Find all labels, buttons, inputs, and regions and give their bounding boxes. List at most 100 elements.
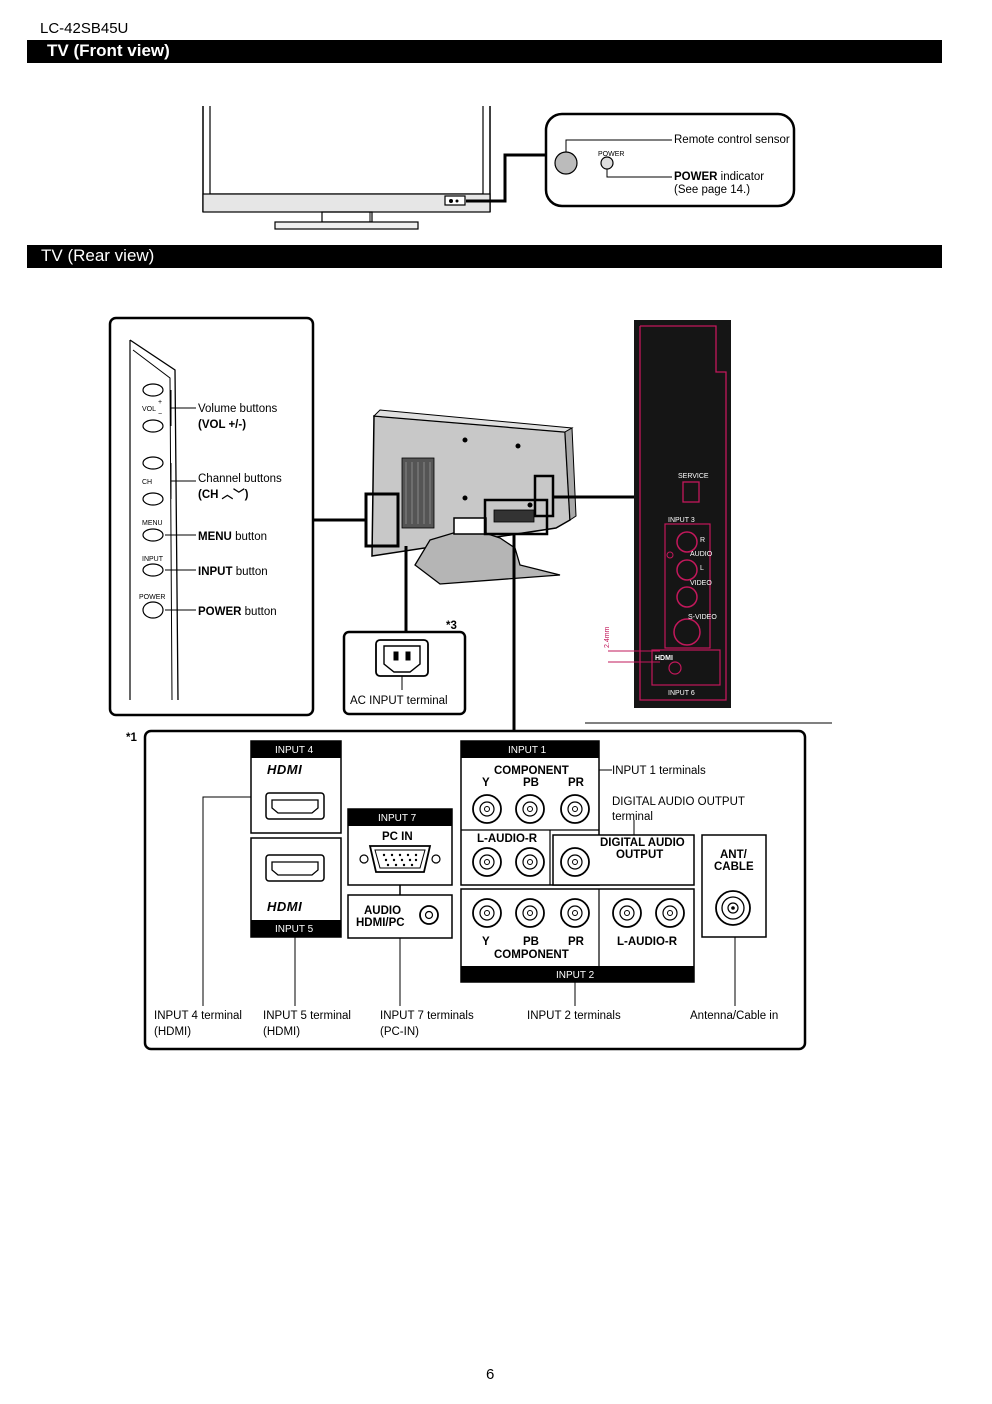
- input-tag: INPUT: [142, 556, 164, 563]
- power-button[interactable]: [142, 601, 164, 619]
- audio-hdmi-pc-label-2: HDMI/PC: [356, 917, 405, 929]
- menu-button-label: MENU button: [198, 531, 267, 543]
- input5-hdmi-logo: HDMI: [267, 899, 302, 914]
- input1-y-label: Y: [482, 777, 490, 789]
- input3-audio-l-jack[interactable]: [676, 559, 698, 581]
- input5-block: [250, 837, 342, 938]
- input6-label: INPUT 6: [668, 690, 695, 697]
- input4-hdmi-logo: HDMI: [267, 762, 302, 777]
- side-buttons: [142, 383, 164, 619]
- input7-callout-2: (PC-IN): [380, 1026, 419, 1038]
- input2-audio-r-jack[interactable]: [655, 898, 685, 928]
- input2-audio-label: L-AUDIO-R: [617, 936, 678, 948]
- hdmi-right-label: HDMI: [655, 655, 673, 662]
- power-indicator-page-ref: (See page 14.): [674, 184, 750, 196]
- input5-callout-1: INPUT 5 terminal: [263, 1010, 351, 1022]
- right-side-panel: [608, 320, 731, 708]
- volume-down-button[interactable]: [142, 419, 164, 433]
- input5-hdmi-port[interactable]: [265, 854, 325, 882]
- input2-block: [460, 888, 695, 983]
- input1-y-jack[interactable]: [472, 794, 502, 824]
- digital-audio-callout-2: terminal: [612, 811, 653, 823]
- input2-audio-l-jack[interactable]: [612, 898, 642, 928]
- video-label: VIDEO: [690, 580, 712, 587]
- ch-tag: CH: [142, 479, 152, 486]
- channel-up-button[interactable]: [142, 456, 164, 470]
- vol-plus-tag: +: [158, 399, 162, 406]
- remote-control-sensor-label: Remote control sensor: [674, 134, 790, 146]
- input1-audio-label: L-AUDIO-R: [477, 833, 538, 845]
- input4-block: [250, 740, 342, 834]
- channel-down-button[interactable]: [142, 492, 164, 506]
- ac-inlet-callout-box: [453, 517, 487, 535]
- ac-inlet-socket[interactable]: [383, 645, 421, 673]
- vol-tag: VOL: [142, 406, 156, 413]
- digital-audio-output-jack[interactable]: [560, 847, 590, 877]
- input2-y-label: Y: [482, 936, 490, 948]
- input2-pb-jack[interactable]: [515, 898, 545, 928]
- input2-pr-jack[interactable]: [560, 898, 590, 928]
- model-number: LC-42SB45U: [40, 20, 129, 37]
- input3-svideo-jack[interactable]: [673, 618, 701, 646]
- input1-pb-jack[interactable]: [515, 794, 545, 824]
- input1-label: INPUT 1: [508, 745, 547, 756]
- audio-hdmi-pc-label-1: AUDIO: [364, 905, 401, 917]
- power-tag: POWER: [139, 594, 165, 601]
- ac-input-label: AC INPUT terminal: [350, 695, 448, 707]
- input7-callout-1: INPUT 7 terminals: [380, 1010, 474, 1022]
- svideo-label: S-VIDEO: [688, 614, 717, 621]
- dimension-label: 2.4mm: [604, 626, 611, 648]
- page-number: 6: [486, 1366, 495, 1383]
- service-port[interactable]: [682, 481, 700, 503]
- input3-label: INPUT 3: [668, 517, 695, 524]
- input4-callout-2: (HDMI): [154, 1026, 191, 1038]
- input6-hdmi-port[interactable]: [668, 661, 682, 675]
- input3-audio-r-jack[interactable]: [676, 531, 698, 553]
- ac-input-box: [342, 630, 467, 716]
- antenna-cable-jack[interactable]: [715, 890, 751, 926]
- input1-pr-jack[interactable]: [560, 794, 590, 824]
- input7-label: INPUT 7: [378, 813, 417, 824]
- input1-component-label: COMPONENT: [494, 765, 569, 777]
- power-indicator-label: POWER indicator: [674, 171, 764, 183]
- input1-pb-label: PB: [523, 777, 539, 789]
- l-label: L: [700, 565, 704, 572]
- input1-audio-r-jack[interactable]: [515, 847, 545, 877]
- input-button[interactable]: [142, 563, 164, 577]
- input4-callout-1: INPUT 4 terminal: [154, 1010, 242, 1022]
- digital-audio-output-label-1: DIGITAL AUDIO: [600, 837, 685, 849]
- input-button-label: INPUT button: [198, 566, 268, 578]
- input5-callout-2: (HDMI): [263, 1026, 300, 1038]
- audio-hdmi-pc-jack[interactable]: [419, 905, 439, 925]
- channel-buttons-sub: (CH ︿﹀): [198, 487, 249, 501]
- volume-buttons-label: Volume buttons: [198, 403, 278, 415]
- ant-cable-label-1: ANT/: [720, 849, 748, 861]
- input2-label: INPUT 2: [556, 970, 595, 981]
- input1-pr-label: PR: [568, 777, 585, 789]
- volume-up-button[interactable]: [142, 383, 164, 397]
- digital-audio-output-block: [552, 834, 695, 886]
- terminal-panel-note: *1: [126, 732, 137, 744]
- channel-buttons-label: Channel buttons: [198, 473, 282, 485]
- input4-hdmi-port[interactable]: [265, 792, 325, 820]
- input2-component-label: COMPONENT: [494, 949, 569, 961]
- ac-input-note: *3: [446, 620, 457, 632]
- input2-y-jack[interactable]: [472, 898, 502, 928]
- digital-audio-output-label-2: OUTPUT: [616, 849, 663, 861]
- pc-in-label: PC IN: [382, 831, 413, 843]
- input5-label: INPUT 5: [275, 924, 314, 935]
- menu-tag: MENU: [142, 520, 163, 527]
- power-button-label: POWER button: [198, 606, 277, 618]
- rear-view-heading: TV (Rear view): [27, 245, 942, 268]
- power-small-label: POWER: [598, 151, 624, 158]
- volume-buttons-sub: (VOL +/-): [198, 419, 246, 431]
- audio-label: AUDIO: [690, 551, 713, 558]
- tv-front-illustration: [202, 106, 796, 230]
- pc-in-vga-port[interactable]: [368, 845, 432, 873]
- input3-video-jack[interactable]: [676, 586, 698, 608]
- input1-audio-l-jack[interactable]: [472, 847, 502, 877]
- input7-block: [347, 808, 453, 939]
- input1-terminals-callout: INPUT 1 terminals: [612, 765, 706, 777]
- menu-button[interactable]: [142, 528, 164, 542]
